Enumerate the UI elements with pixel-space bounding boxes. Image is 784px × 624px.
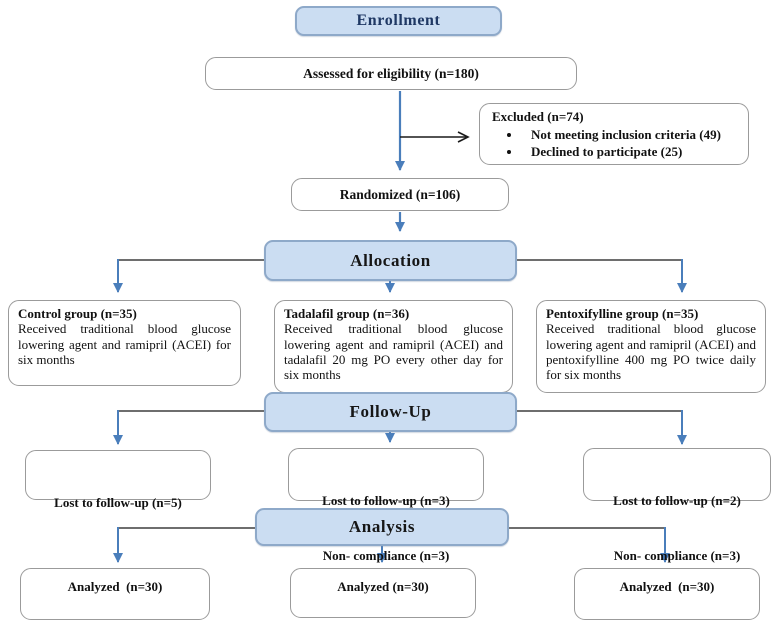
- analyzed-pentoxifylline-box: Analyzed (n=30): [574, 568, 760, 620]
- lost-followup-line: Lost to follow-up (n=5): [54, 495, 182, 511]
- excluded-title: Excluded (n=74): [492, 109, 584, 124]
- enrollment-banner: Enrollment: [295, 6, 502, 36]
- pentoxifylline-group-title: Pentoxifylline group (n=35): [546, 306, 699, 321]
- lost-followup-tadalafil-box: Lost to follow-up (n=3) Non- compliance …: [288, 448, 484, 563]
- lost-followup-line: Lost to follow-up (n=2): [613, 493, 741, 509]
- lost-followup-pentoxifylline-box: Lost to follow-up (n=2) Non- compliance …: [583, 448, 771, 563]
- tadalafil-group-box: Tadalafil group (n=36) Received traditio…: [274, 300, 513, 393]
- tadalafil-group-title: Tadalafil group (n=36): [284, 306, 410, 321]
- noncompliance-line: Non- compliance (n=3): [322, 547, 450, 563]
- control-group-box: Control group (n=35) Received traditiona…: [8, 300, 241, 386]
- analyzed-tadalafil-box: Analyzed (n=30): [290, 568, 476, 618]
- lost-followup-control-box: Lost to follow-up (n=5): [25, 450, 211, 510]
- control-group-title: Control group (n=35): [18, 306, 137, 321]
- control-group-description: Received traditional blood glucose lower…: [18, 321, 231, 367]
- tadalafil-group-description: Received traditional blood glucose lower…: [284, 321, 503, 383]
- pentoxifylline-group-description: Received traditional blood glucose lower…: [546, 321, 756, 383]
- analysis-banner: Analysis: [255, 508, 509, 546]
- lost-followup-line: Lost to follow-up (n=3): [322, 493, 450, 509]
- excluded-box: Excluded (n=74) Not meeting inclusion cr…: [479, 103, 749, 165]
- randomized-box: Randomized (n=106): [291, 178, 509, 211]
- followup-banner: Follow-Up: [264, 392, 517, 432]
- excluded-reasons-list: Not meeting inclusion criteria (49) Decl…: [522, 126, 740, 160]
- allocation-banner: Allocation: [264, 240, 517, 281]
- analyzed-control-box: Analyzed (n=30): [20, 568, 210, 620]
- excluded-reason-item: Declined to participate (25): [522, 143, 740, 160]
- pentoxifylline-group-box: Pentoxifylline group (n=35) Received tra…: [536, 300, 766, 393]
- assessed-eligibility-box: Assessed for eligibility (n=180): [205, 57, 577, 90]
- noncompliance-line: Non- compliance (n=3): [613, 547, 741, 563]
- excluded-reason-item: Not meeting inclusion criteria (49): [522, 126, 740, 143]
